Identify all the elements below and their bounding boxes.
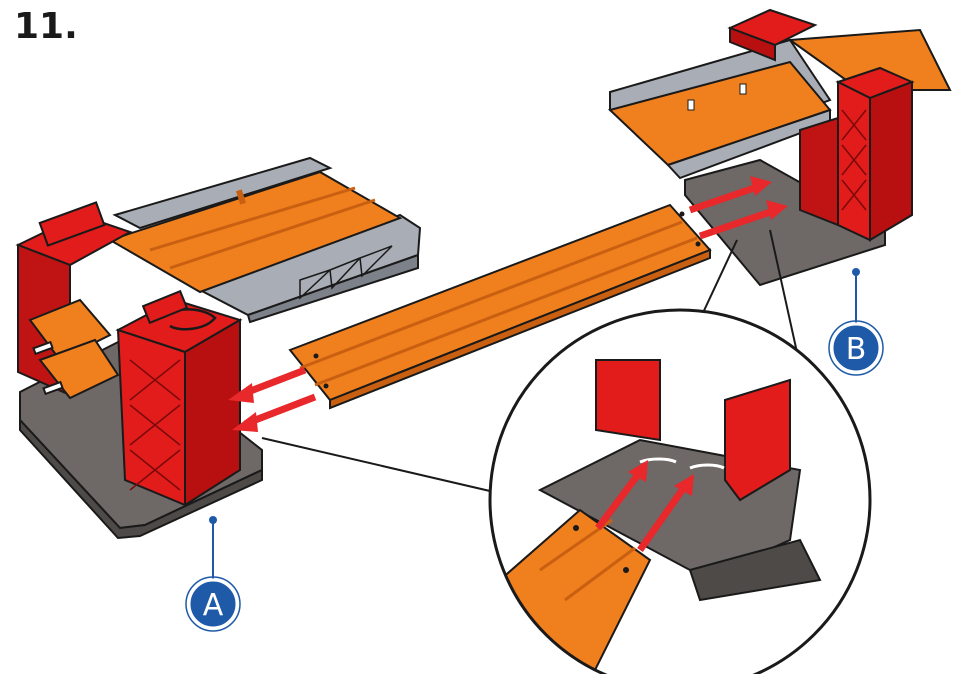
callout-b: B xyxy=(828,268,884,376)
callout-a: A xyxy=(185,516,241,632)
track-piece xyxy=(288,203,712,410)
callout-a-label: A xyxy=(203,588,224,623)
insert-arrows-right xyxy=(688,176,788,240)
detail-zoom-circle xyxy=(488,308,872,674)
insert-arrows-left xyxy=(228,366,317,432)
step-number: 11. xyxy=(14,6,78,47)
right-tower-assembly xyxy=(608,8,952,287)
callout-b-label: B xyxy=(846,332,867,367)
left-tower-assembly xyxy=(15,156,422,540)
